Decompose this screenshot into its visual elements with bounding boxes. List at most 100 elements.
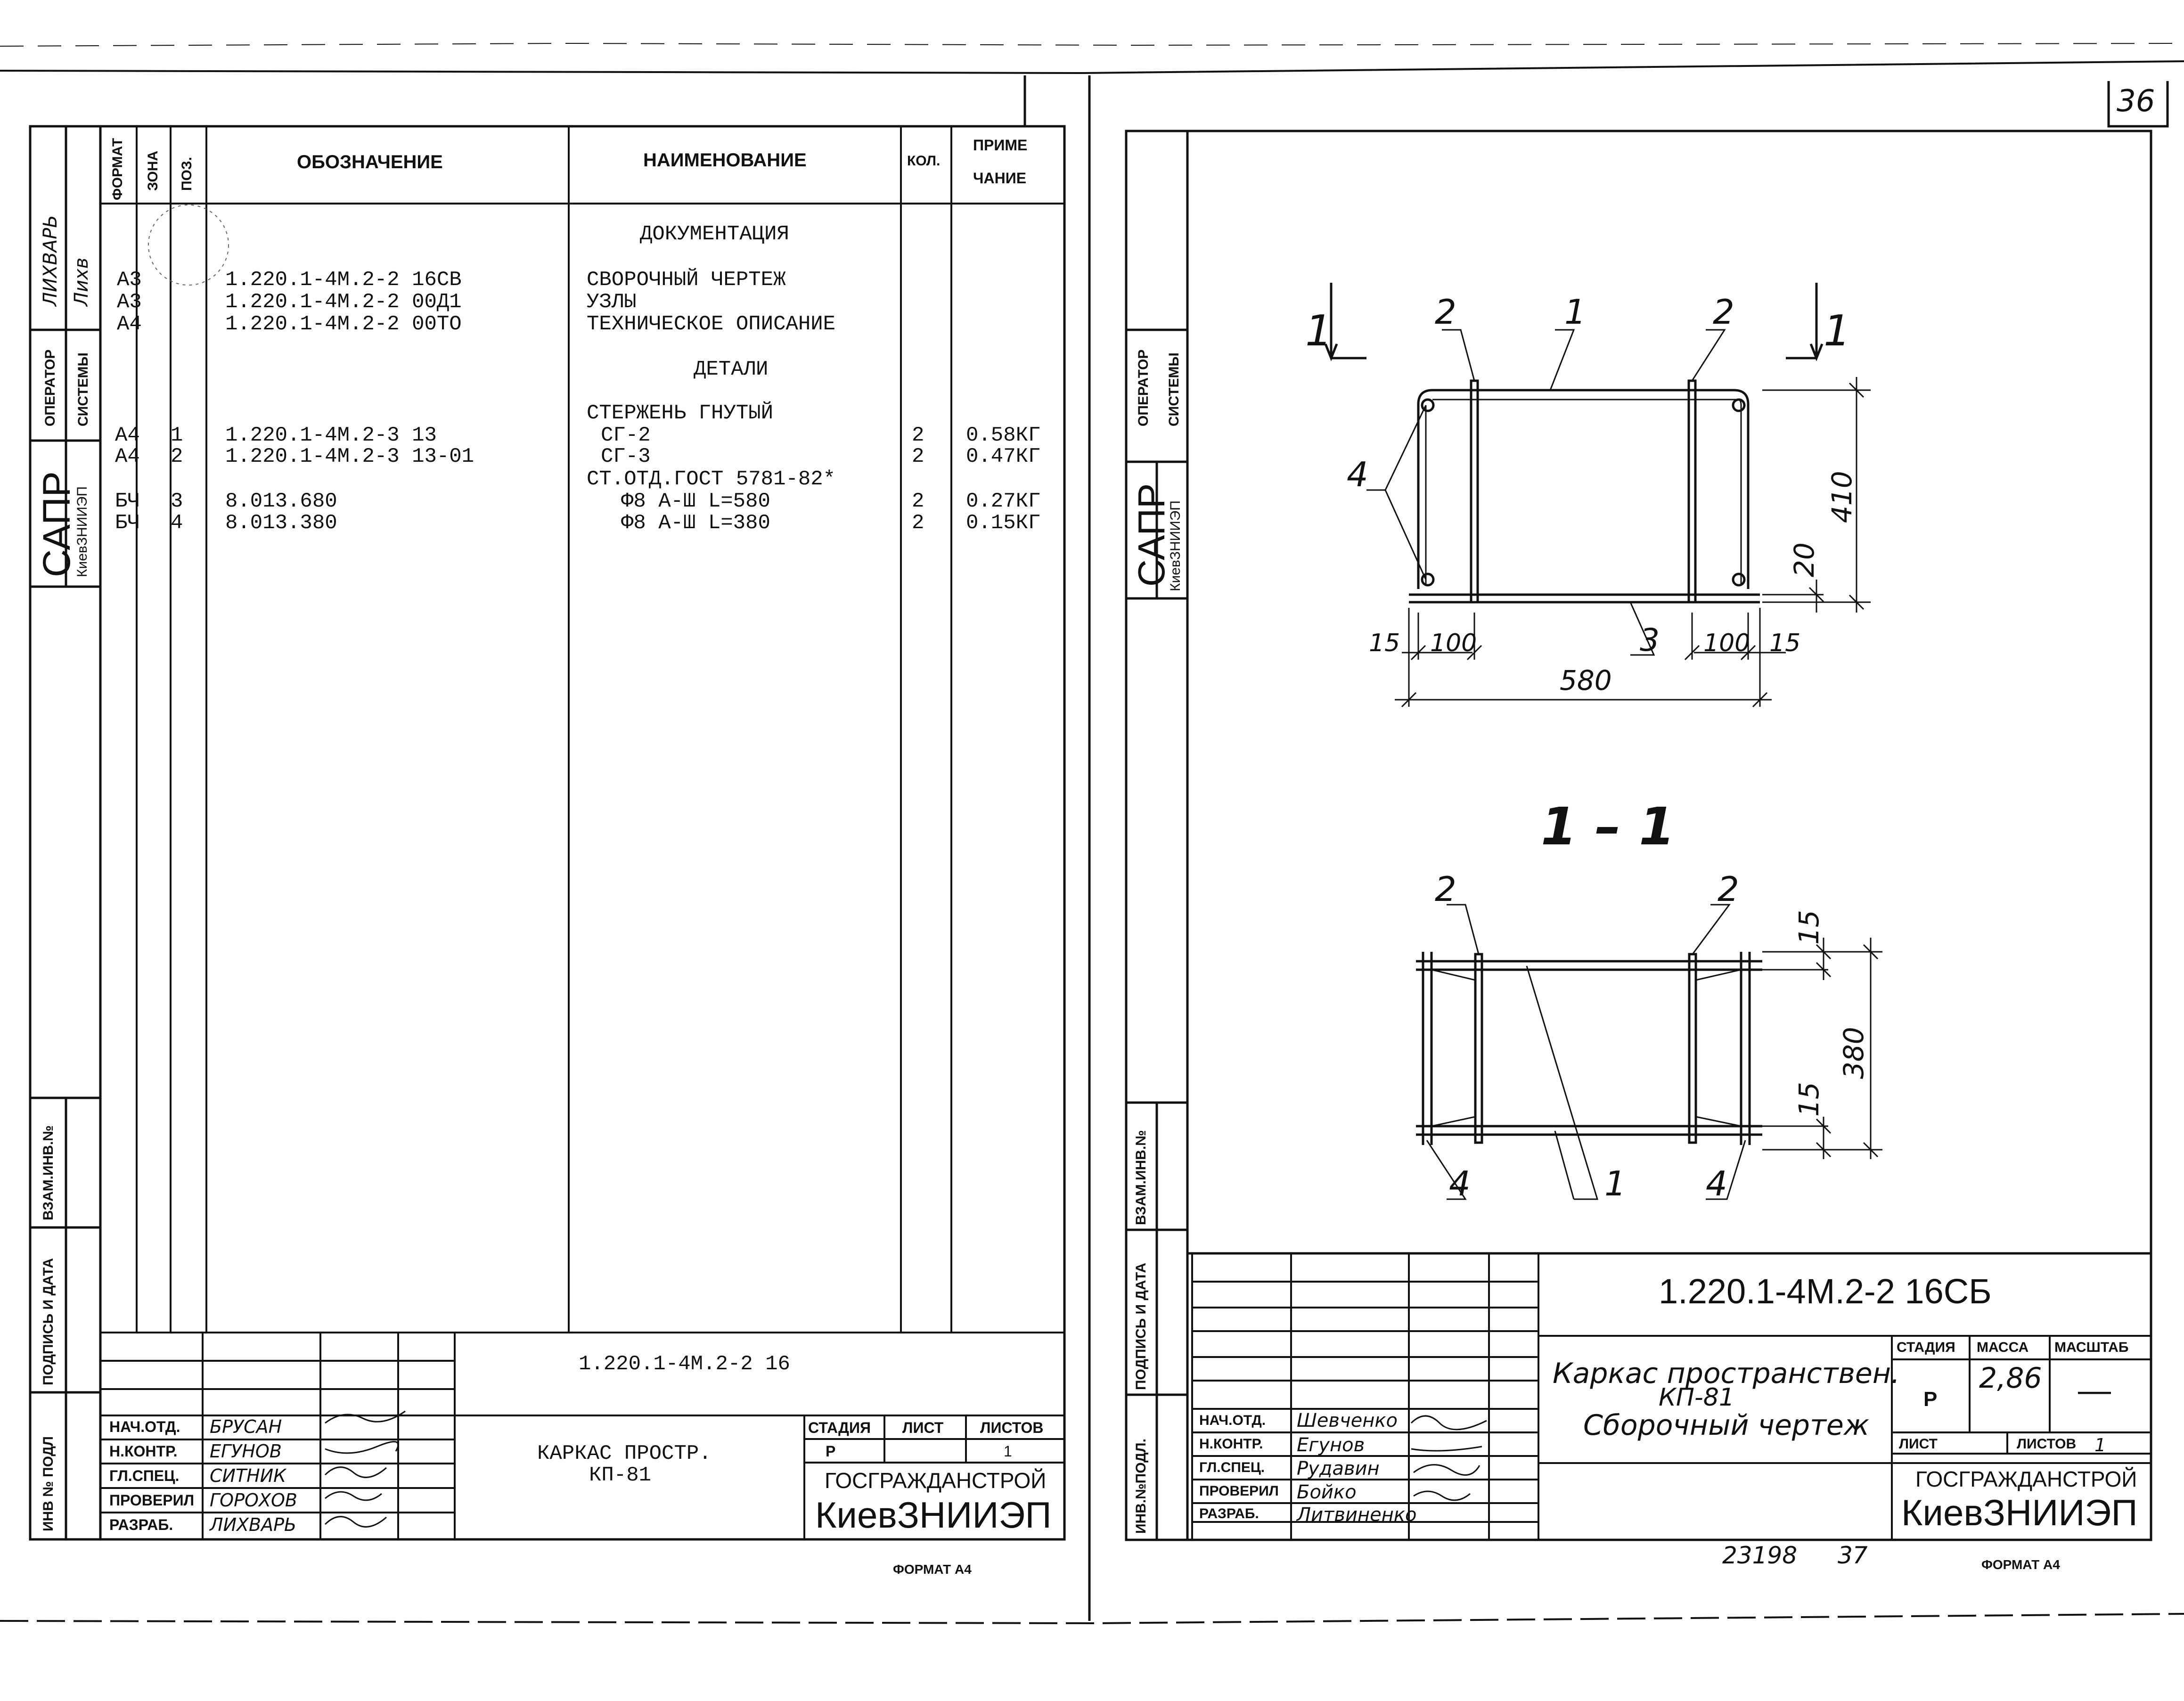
right-name-4: Бойко xyxy=(1297,1481,1357,1503)
sec-leader-2b: 2 xyxy=(1718,869,1739,909)
left-sheet-frame xyxy=(29,75,1091,1621)
left-sign-name: ЛИХВАРЬ xyxy=(40,215,61,306)
right-name-1: Шевченко xyxy=(1297,1410,1398,1431)
left-name-2: ЕГУНОВ xyxy=(210,1441,282,1462)
leader-label-2b: 2 xyxy=(1713,292,1734,332)
sec-leader-2a: 2 xyxy=(1435,869,1456,909)
left-role-1: НАЧ.ОТД. xyxy=(109,1418,180,1435)
sec-leader-4a: 4 xyxy=(1449,1164,1471,1203)
section-docs: ДОКУМЕНТАЦИЯ xyxy=(640,222,789,246)
right-org-1: ГОСГРАЖДАНСТРОЙ xyxy=(1915,1467,2137,1491)
row-6-qty: 2 xyxy=(912,445,924,468)
sec-dim-380: 380 xyxy=(1838,1027,1870,1079)
left-doc-code: 1.220.1-4М.2-2 16 xyxy=(579,1352,790,1376)
right-scale-label: МАСШТАБ xyxy=(2054,1340,2129,1355)
right-scale-value: — xyxy=(2078,1372,2111,1408)
right-role-1: НАЧ.ОТД. xyxy=(1199,1413,1266,1428)
right-sheets-value: 1 xyxy=(2094,1435,2106,1456)
section-details: ДЕТАЛИ xyxy=(694,358,769,381)
row-3-designation: 1.220.1-4М.2-2 00ТО xyxy=(225,312,462,336)
row-2-designation: 1.220.1-4М.2-2 00Д1 xyxy=(225,290,462,314)
col-name-header: НАИМЕНОВАНИЕ xyxy=(643,150,807,171)
right-mass-label: МАССА xyxy=(1977,1340,2029,1355)
dim-410: 410 xyxy=(1826,471,1858,523)
left-name-4: ГОРОХОВ xyxy=(210,1490,297,1511)
right-role-2: Н.КОНТР. xyxy=(1199,1436,1263,1452)
row-6-pos: 2 xyxy=(171,445,183,468)
row-9-name: Ф8 А-Ш L=380 xyxy=(621,511,770,535)
right-stage-value: Р xyxy=(1923,1388,1938,1411)
frame-drawing-top xyxy=(1324,283,1871,708)
row-9-note: 0.15КГ xyxy=(966,511,1041,535)
sec-leader-1: 1 xyxy=(1604,1164,1626,1203)
right-name-3: Рудавин xyxy=(1297,1458,1380,1480)
left-title-1: КАРКАС ПРОСТР. xyxy=(537,1442,712,1465)
row-9-designation: 8.013.380 xyxy=(225,511,337,535)
row-5-note: 0.58КГ xyxy=(966,424,1041,447)
right-mass-value: 2,86 xyxy=(1979,1362,2042,1395)
right-format: ФОРМАТ А4 xyxy=(1981,1557,2060,1572)
row-6-name: СГ-3 xyxy=(601,445,651,468)
right-org-2: КиевЗНИИЭП xyxy=(1901,1492,2138,1533)
col-note-header-2: ЧАНИЕ xyxy=(973,170,1027,187)
row-5-designation: 1.220.1-4М.2-3 13 xyxy=(225,424,437,447)
dim-15-left: 15 xyxy=(1369,629,1400,657)
section-title: 1 – 1 xyxy=(1541,796,1675,857)
left-title-2: КП-81 xyxy=(589,1464,652,1487)
right-role-4: ПРОВЕРИЛ xyxy=(1199,1483,1279,1499)
sec-dim-15-top: 15 xyxy=(1793,910,1825,945)
row-2-format: А3 xyxy=(117,290,142,314)
dim-100-left: 100 xyxy=(1430,629,1477,657)
right-title-2: КП-81 xyxy=(1659,1383,1734,1412)
dim-20: 20 xyxy=(1788,542,1820,577)
dim-15-right: 15 xyxy=(1769,629,1801,657)
left-format: ФОРМАТ А4 xyxy=(893,1562,972,1577)
right-org-label: КиевЗНИИЭП xyxy=(1168,500,1183,591)
left-role-2: Н.КОНТР. xyxy=(109,1443,178,1460)
left-org-label: КиевЗНИИЭП xyxy=(74,486,90,577)
left-systems-label: СИСТЕМЫ xyxy=(75,352,91,426)
row-8-pos: 3 xyxy=(171,490,183,513)
left-name-3: СИТНИК xyxy=(210,1465,286,1486)
left-sign-short: Лихв xyxy=(71,257,92,306)
leader-label-3: 3 xyxy=(1640,622,1660,658)
frame-drawing-section xyxy=(1416,904,1882,1200)
row-6-note: 0.47КГ xyxy=(966,445,1041,468)
signatures xyxy=(324,1410,1487,1528)
left-sheet-label: ЛИСТ xyxy=(902,1419,944,1436)
leader-label-1a: 1 xyxy=(1564,292,1586,332)
right-sheet-frame xyxy=(1125,130,2152,1541)
right-title-1: Каркас пространствен. xyxy=(1553,1357,1900,1390)
cut-mark-right: 1 xyxy=(1824,306,1851,356)
col-zone-header: ЗОНА xyxy=(145,150,161,191)
row-9-pos: 4 xyxy=(171,511,183,535)
col-note-header-1: ПРИМЕ xyxy=(973,137,1028,154)
left-stage-value: Р xyxy=(826,1443,836,1460)
left-podpis-label: ПОДПИСЬ И ДАТА xyxy=(41,1258,56,1385)
page-number: 36 xyxy=(2117,84,2155,119)
right-name-5: Литвиненко xyxy=(1297,1504,1417,1526)
dim-100-right: 100 xyxy=(1703,629,1750,657)
row-9-qty: 2 xyxy=(912,511,924,535)
right-role-5: РАЗРАБ. xyxy=(1199,1506,1259,1521)
left-role-4: ПРОВЕРИЛ xyxy=(109,1492,195,1509)
row-4-name: СТЕРЖЕНЬ ГНУТЫЙ xyxy=(587,401,774,425)
row-8-format: БЧ xyxy=(115,490,140,513)
left-org-2: КиевЗНИИЭП xyxy=(815,1494,1052,1536)
left-operator-label: ОПЕРАТОР xyxy=(42,349,58,426)
row-5-format: А4 xyxy=(115,424,140,447)
right-stage-label: СТАДИЯ xyxy=(1897,1340,1955,1355)
right-role-3: ГЛ.СПЕЦ. xyxy=(1199,1460,1265,1475)
right-name-2: Егунов xyxy=(1297,1434,1365,1456)
sec-dim-15-bottom: 15 xyxy=(1793,1082,1825,1117)
row-8-name: Ф8 А-Ш L=580 xyxy=(621,490,770,513)
right-vzam-label: ВЗАМ.ИНВ.№ xyxy=(1133,1130,1149,1225)
row-9-format: БЧ xyxy=(115,511,140,535)
bottom-number-2: 37 xyxy=(1838,1542,1868,1569)
row-8-note: 0.27КГ xyxy=(966,490,1041,513)
left-spec-grid xyxy=(100,126,1064,1333)
left-inv-label: ИНВ № ПОДЛ xyxy=(41,1436,56,1531)
left-stage-label: СТАДИЯ xyxy=(808,1419,871,1436)
